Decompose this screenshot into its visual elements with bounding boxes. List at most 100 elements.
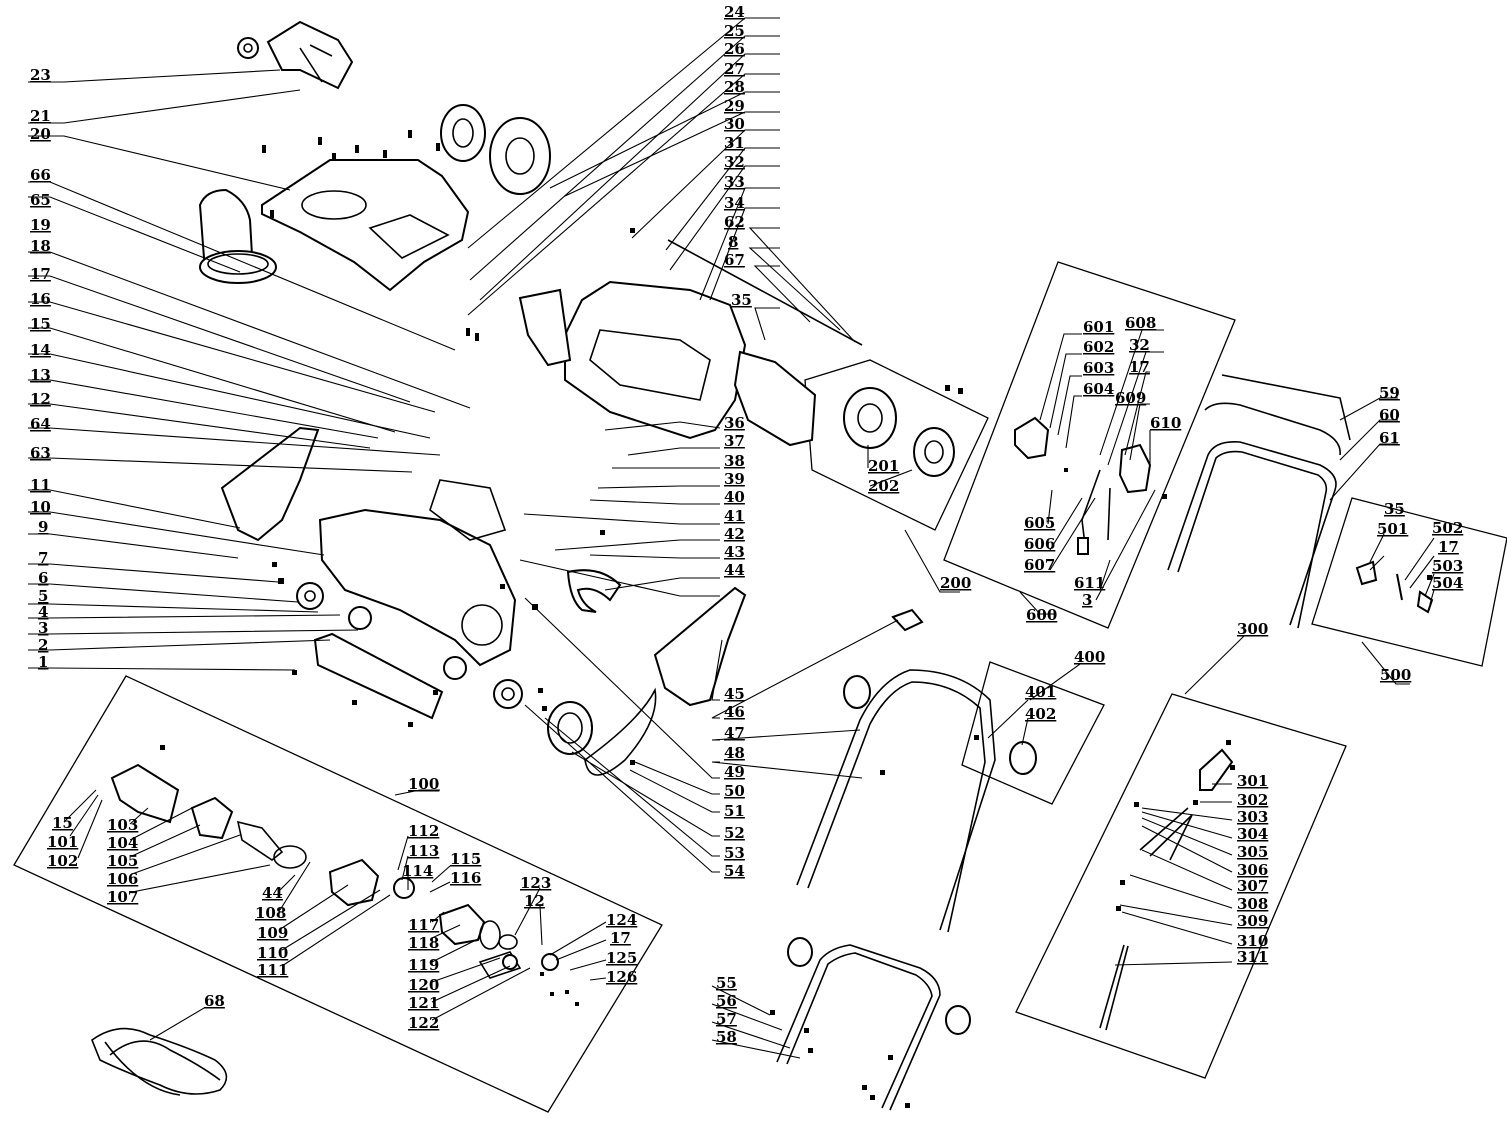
callout-42: 42 bbox=[724, 525, 745, 543]
callout-68: 68 bbox=[204, 992, 225, 1010]
callout-600: 600 bbox=[1026, 606, 1057, 624]
callout-43: 43 bbox=[724, 543, 745, 561]
callout-124: 124 bbox=[606, 911, 637, 929]
callout-303: 303 bbox=[1237, 808, 1268, 826]
callout-38: 38 bbox=[724, 452, 745, 470]
callout-107: 107 bbox=[107, 888, 138, 906]
callout-9: 9 bbox=[38, 518, 48, 536]
lower-handle-part bbox=[796, 669, 996, 933]
callout-122: 122 bbox=[408, 1014, 439, 1032]
callout-12b: 12 bbox=[524, 892, 545, 910]
callout-2: 2 bbox=[38, 636, 48, 654]
callout-105: 105 bbox=[107, 852, 138, 870]
box-500 bbox=[1311, 497, 1507, 667]
axle-part bbox=[667, 239, 863, 346]
callout-31: 31 bbox=[724, 134, 745, 152]
callout-106: 106 bbox=[107, 870, 138, 888]
callout-27: 27 bbox=[724, 60, 745, 78]
callout-14: 14 bbox=[30, 341, 51, 359]
callout-311: 311 bbox=[1237, 948, 1268, 966]
pull-rod-300-part bbox=[1099, 748, 1234, 1031]
discharge-chute-part bbox=[198, 188, 277, 284]
scraper-bar-part bbox=[313, 632, 444, 720]
callout-4: 4 bbox=[38, 603, 48, 621]
callout-45: 45 bbox=[724, 685, 745, 703]
upper-housing-part bbox=[261, 159, 470, 292]
bottom-handle-part bbox=[776, 937, 971, 1111]
callout-15: 15 bbox=[30, 315, 51, 333]
callout-125: 125 bbox=[606, 949, 637, 967]
callout-35b: 35 bbox=[1384, 500, 1405, 518]
callout-601: 601 bbox=[1083, 318, 1114, 336]
callout-67: 67 bbox=[724, 251, 745, 269]
callout-39: 39 bbox=[724, 470, 745, 488]
callout-54: 54 bbox=[724, 862, 745, 880]
callout-58: 58 bbox=[716, 1028, 737, 1046]
callout-59: 59 bbox=[1379, 384, 1400, 402]
callout-37: 37 bbox=[724, 432, 745, 450]
callout-8: 8 bbox=[728, 233, 738, 251]
callout-57: 57 bbox=[716, 1010, 737, 1028]
top-wheel-part bbox=[440, 104, 551, 195]
assembly-boxes bbox=[13, 261, 1507, 1113]
callout-400: 400 bbox=[1074, 648, 1105, 666]
callout-60: 60 bbox=[1379, 406, 1400, 424]
callout-109: 109 bbox=[257, 924, 288, 942]
callout-604: 604 bbox=[1083, 380, 1114, 398]
callout-607: 607 bbox=[1024, 556, 1055, 574]
callout-3b: 3 bbox=[1082, 591, 1092, 609]
callout-108: 108 bbox=[255, 904, 286, 922]
callout-103: 103 bbox=[107, 816, 138, 834]
callout-52: 52 bbox=[724, 824, 745, 842]
callout-603: 603 bbox=[1083, 359, 1114, 377]
callout-120: 120 bbox=[408, 976, 439, 994]
callout-64: 64 bbox=[30, 415, 51, 433]
auger-part bbox=[91, 1027, 228, 1096]
callout-605: 605 bbox=[1024, 514, 1055, 532]
callout-504: 504 bbox=[1432, 574, 1463, 592]
callout-62: 62 bbox=[724, 213, 745, 231]
callout-610: 610 bbox=[1150, 414, 1181, 432]
callout-44b: 44 bbox=[262, 884, 283, 902]
callout-20: 20 bbox=[30, 125, 51, 143]
callout-17b: 17 bbox=[1129, 358, 1150, 376]
callout-104: 104 bbox=[107, 834, 138, 852]
box-300 bbox=[1015, 693, 1347, 1079]
callout-111: 111 bbox=[257, 961, 288, 979]
callout-101: 101 bbox=[47, 833, 78, 851]
callout-65: 65 bbox=[30, 191, 51, 209]
box-200 bbox=[804, 359, 989, 531]
callout-24: 24 bbox=[724, 3, 745, 21]
callout-61: 61 bbox=[1379, 429, 1400, 447]
callout-53: 53 bbox=[724, 844, 745, 862]
auger-housing-box-part bbox=[518, 280, 747, 440]
callout-16: 16 bbox=[30, 290, 51, 308]
callout-117: 117 bbox=[408, 916, 439, 934]
callout-15b: 15 bbox=[52, 814, 73, 832]
callout-11: 11 bbox=[30, 476, 51, 494]
chute-deflector-part bbox=[237, 20, 354, 90]
callout-200: 200 bbox=[940, 574, 971, 592]
wheel-200-part bbox=[843, 387, 955, 477]
side-plate-part bbox=[733, 350, 817, 447]
part-sketches bbox=[91, 20, 1434, 1111]
callout-21: 21 bbox=[30, 107, 51, 125]
callout-1: 1 bbox=[38, 653, 48, 671]
callout-121: 121 bbox=[408, 994, 439, 1012]
callout-402: 402 bbox=[1025, 705, 1056, 723]
callout-306: 306 bbox=[1237, 861, 1268, 879]
upper-handle-part bbox=[1167, 374, 1351, 629]
belt-guard-part bbox=[566, 569, 622, 613]
callout-46: 46 bbox=[724, 703, 745, 721]
callout-35: 35 bbox=[731, 291, 752, 309]
callout-3: 3 bbox=[38, 619, 48, 637]
callout-304: 304 bbox=[1237, 825, 1268, 843]
switch-500-part bbox=[1355, 560, 1434, 614]
switch-box-part bbox=[1014, 416, 1152, 555]
callout-49: 49 bbox=[724, 763, 745, 781]
callout-602: 602 bbox=[1083, 338, 1114, 356]
callout-118: 118 bbox=[408, 934, 439, 952]
callout-55: 55 bbox=[716, 974, 737, 992]
